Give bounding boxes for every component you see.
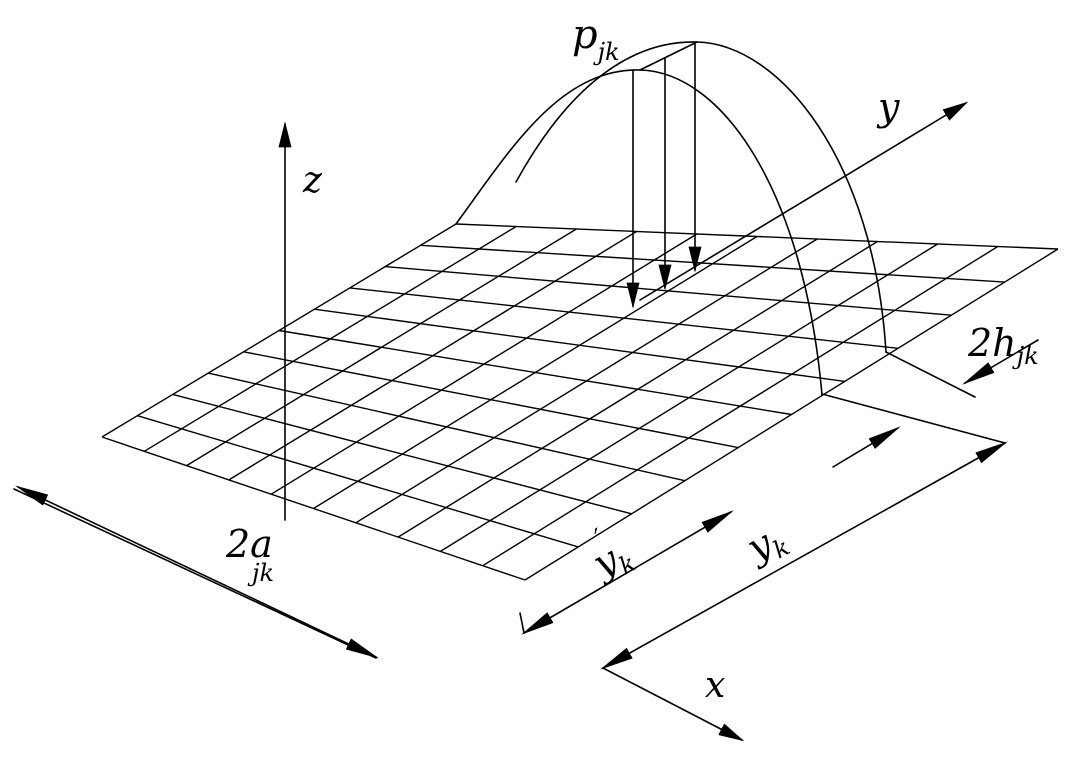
grid-line-transverse	[243, 351, 739, 449]
grid-line-transverse	[208, 372, 686, 482]
load-label: pjk	[572, 12, 620, 66]
grid-line-transverse	[314, 308, 845, 383]
yk-prime-tick	[519, 612, 525, 634]
x-axis-label: x	[705, 665, 725, 706]
dimension-2h-upper	[962, 339, 1039, 385]
grid-line-transverse	[172, 393, 632, 515]
y-axis-arrow	[639, 101, 969, 301]
pressure-profile-front	[455, 69, 823, 396]
grid-line-transverse	[455, 223, 1059, 250]
width-extension-line	[13, 488, 377, 659]
dimension-yk	[600, 441, 1008, 670]
grid-line-transverse	[385, 265, 952, 316]
half-length-label: 2hjk	[967, 321, 1039, 370]
grid-line-transverse	[137, 415, 579, 548]
yk-prime-label: yk ′	[584, 524, 641, 591]
dimension-2a	[14, 485, 380, 659]
x-axis-arrow	[602, 667, 745, 742]
pressure-profile-back	[515, 41, 887, 353]
dimension-2h-lower	[832, 426, 901, 468]
grid-line-transverse	[349, 287, 899, 349]
y-axis-label: y	[876, 85, 900, 129]
grid-line-transverse	[420, 244, 1005, 283]
h-extension-line	[885, 351, 976, 398]
svg-text:yk: yk	[584, 530, 641, 591]
yk-extension-line	[821, 393, 1006, 444]
z-axis-label: z	[302, 160, 323, 201]
grid-line-transverse	[278, 329, 792, 416]
pressure-peak-line	[639, 41, 698, 71]
